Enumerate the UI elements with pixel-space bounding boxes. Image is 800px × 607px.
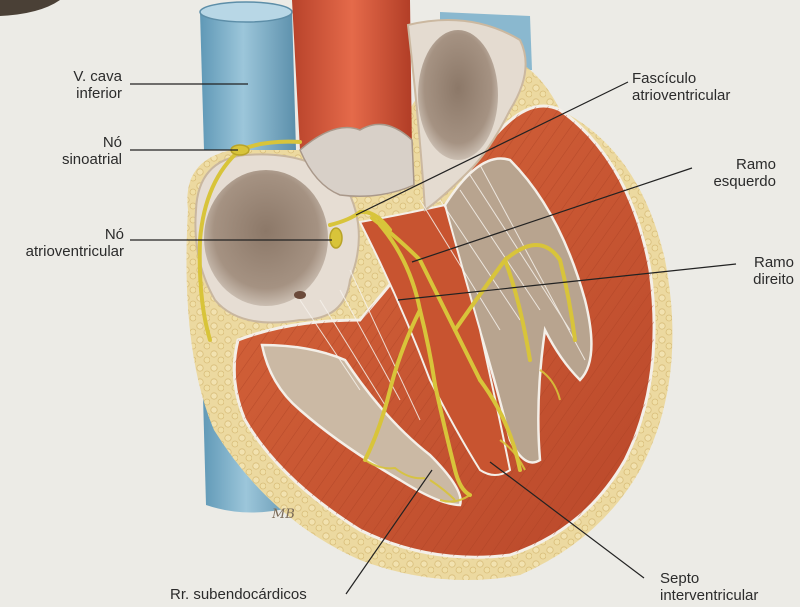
coronary-sinus-opening [294,291,306,299]
leader-subendocardicos [345,469,433,595]
leader-lines [130,81,737,595]
label-subendocardicos: Rr. subendocárdicos [170,586,307,603]
mitral-orifice [418,30,498,160]
tricuspid-orifice [204,170,328,306]
subendocardial-branches [364,369,561,503]
left-bundle-branch [370,216,482,382]
artist-signature: MB [271,507,295,522]
leader-ramo-esquerdo [411,167,693,263]
corner-mark [0,0,60,16]
aorta [292,0,415,197]
leader-ramo-direito [397,263,737,301]
interventricular-septum [358,203,512,476]
atrioventricular-node [329,227,343,249]
right-ventricle-cavity [260,343,462,507]
nodes [230,144,343,249]
leader-septo [489,461,645,579]
chordae-tendineae [299,164,586,421]
leader-fasciculo [355,81,629,216]
